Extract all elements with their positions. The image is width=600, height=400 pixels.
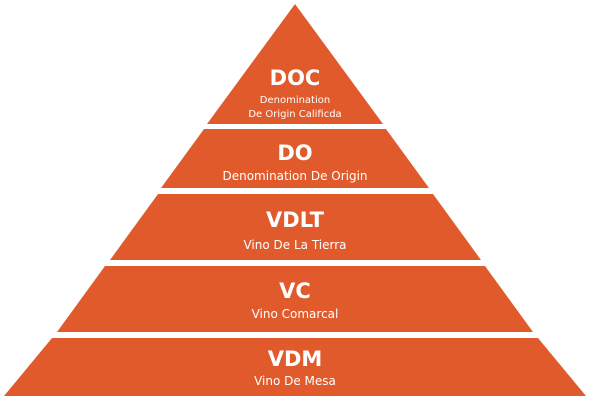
tier-doc-shape [207, 4, 383, 124]
tier-do-abbr: DO [277, 141, 312, 165]
tier-doc-full-line-1: Denomination [260, 95, 330, 106]
tier-vdm-full: Vino De Mesa [254, 374, 336, 388]
tier-doc-abbr: DOC [270, 66, 321, 90]
tier-do-full: Denomination De Origin [222, 169, 367, 183]
tier-vdlt-abbr: VDLT [266, 208, 325, 232]
tier-vdm-shape [4, 338, 586, 396]
tier-do: DO Denomination De Origin [161, 129, 429, 188]
tier-vdlt: VDLT Vino De La Tierra [110, 194, 481, 260]
tier-vdlt-shape [110, 194, 481, 260]
tier-vc-abbr: VC [279, 279, 311, 303]
tier-do-shape [161, 129, 429, 188]
tier-vc-shape [57, 266, 533, 332]
tier-vdlt-full: Vino De La Tierra [243, 238, 346, 252]
tier-vc-full: Vino Comarcal [252, 307, 339, 321]
tier-doc: DOC Denomination De Origin Calificda [207, 4, 383, 124]
tier-vdm: VDM Vino De Mesa [4, 338, 586, 396]
tier-vdm-abbr: VDM [268, 347, 323, 371]
tier-vc: VC Vino Comarcal [57, 266, 533, 332]
tier-doc-full-line-2: De Origin Calificda [248, 109, 341, 120]
